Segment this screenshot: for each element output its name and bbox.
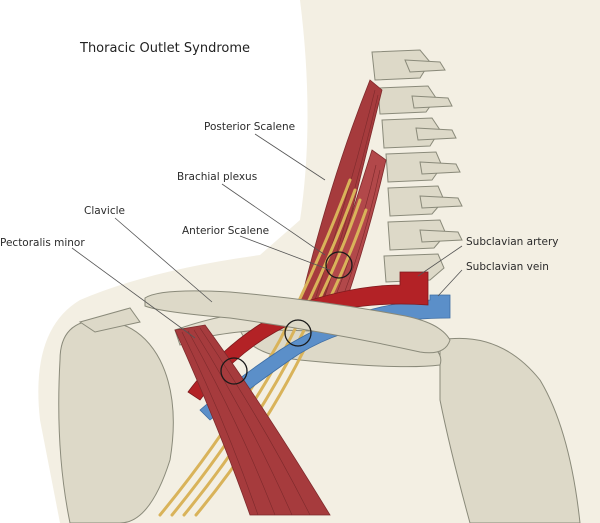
clavicle xyxy=(144,290,451,354)
label-clavicle: Clavicle xyxy=(84,205,125,217)
pectoralis-minor xyxy=(174,324,331,516)
label-posterior-scalene: Posterior Scalene xyxy=(204,121,295,133)
cervical-vertebrae xyxy=(371,49,463,283)
label-pectoralis-minor: Pectoralis minor xyxy=(0,237,85,249)
label-subclavian-vein: Subclavian vein xyxy=(466,261,549,273)
compression-site-costoclavicular xyxy=(284,319,312,347)
label-subclavian-artery: Subclavian artery xyxy=(466,236,559,248)
label-brachial-plexus: Brachial plexus xyxy=(177,171,257,183)
shoulder-bones xyxy=(58,307,581,523)
compression-site-pectoralis xyxy=(220,357,248,385)
leader-lines xyxy=(71,133,463,339)
diagram-title: Thoracic Outlet Syndrome xyxy=(79,41,250,56)
label-anterior-scalene: Anterior Scalene xyxy=(182,225,269,237)
compression-site-scalene xyxy=(325,251,353,279)
